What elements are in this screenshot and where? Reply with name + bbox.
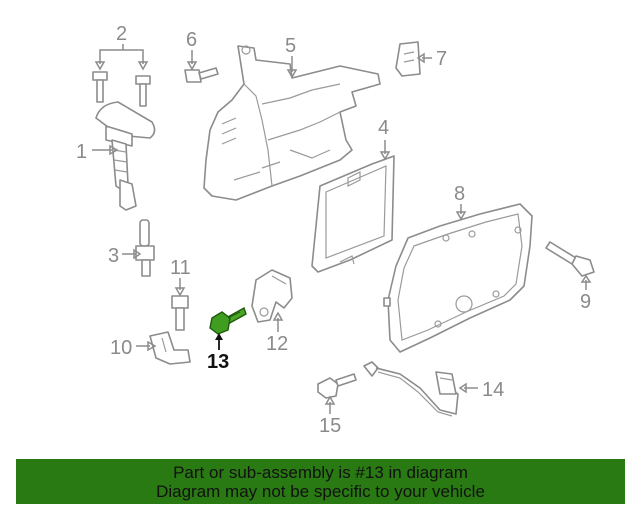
- callout-7: 7: [436, 48, 447, 70]
- callout-4: 4: [378, 117, 389, 139]
- part-15-bolt[interactable]: [317, 373, 357, 414]
- part-11-bolt[interactable]: [171, 278, 189, 331]
- part-5-bracket[interactable]: [203, 45, 381, 201]
- callout-6: 6: [186, 29, 197, 51]
- callout-2: 2: [116, 23, 127, 45]
- part-12-sensor[interactable]: [251, 269, 293, 332]
- part-7-clip[interactable]: [395, 41, 432, 77]
- part-1-ignition-coil[interactable]: [92, 101, 156, 211]
- parts-diagram: 2 1 3 6 5 7 4 8 9 11 10 12 13 14 15: [76, 23, 595, 437]
- callout-3: 3: [108, 245, 119, 267]
- callout-10: 10: [110, 337, 132, 359]
- callout-9: 9: [580, 291, 591, 313]
- part-6-bolt[interactable]: [184, 50, 219, 83]
- part-2-bolts[interactable]: [92, 44, 151, 107]
- callout-15: 15: [319, 415, 341, 437]
- part-8-cover[interactable]: [383, 203, 533, 353]
- callout-13: 13: [207, 351, 229, 373]
- callout-14: 14: [482, 379, 504, 401]
- callout-1: 1: [76, 141, 87, 163]
- callout-11: 11: [170, 257, 191, 279]
- part-4-ecm[interactable]: [311, 140, 395, 273]
- part-10-bracket[interactable]: [136, 331, 191, 365]
- banner-line-1: Part or sub-assembly is #13 in diagram: [173, 463, 468, 482]
- info-banner: Part or sub-assembly is #13 in diagram D…: [16, 459, 625, 504]
- callout-8: 8: [454, 183, 465, 205]
- banner-line-2: Diagram may not be specific to your vehi…: [156, 482, 485, 501]
- callout-5: 5: [285, 35, 296, 57]
- part-13-bolt-highlighted[interactable]: [209, 306, 247, 350]
- part-3-spark-plug[interactable]: [122, 219, 155, 277]
- callout-12: 12: [266, 333, 288, 355]
- part-14-sensor-tube[interactable]: [363, 361, 478, 417]
- part-9-bolt[interactable]: [545, 241, 595, 290]
